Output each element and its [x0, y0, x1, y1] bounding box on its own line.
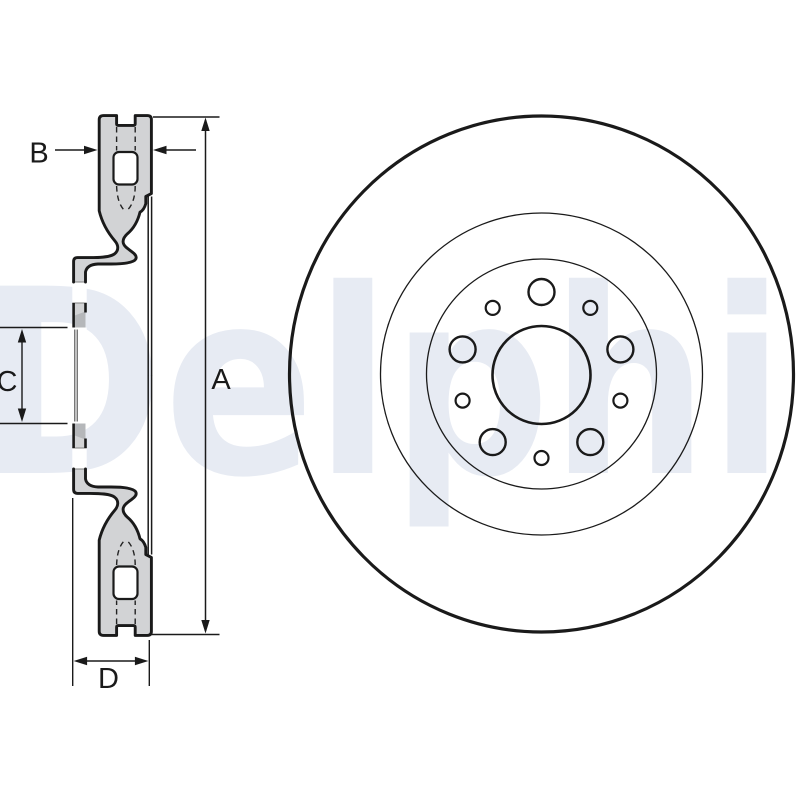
arrowhead-left	[73, 656, 88, 666]
arrowhead-left	[153, 145, 167, 155]
center-bore-gap	[72, 327, 87, 424]
bolt-hole	[527, 277, 556, 307]
bolt-holes-small	[454, 299, 629, 467]
dimension-b	[55, 145, 196, 155]
arrowhead-up	[17, 329, 27, 343]
front-view	[287, 114, 796, 634]
center-bore-circle	[491, 324, 592, 426]
label-b: B	[29, 138, 48, 170]
small-hole	[454, 392, 471, 409]
arrowhead-right	[84, 145, 98, 155]
small-hole	[612, 392, 629, 409]
bore-wall-lines	[74, 329, 78, 422]
arrowhead-right	[134, 656, 149, 666]
delphi-watermark: Delphi	[0, 234, 785, 534]
label-d: D	[98, 663, 119, 695]
hub-circle	[425, 258, 658, 490]
label-c: C	[0, 366, 17, 398]
cross-section-view	[70, 114, 154, 637]
bolt-hole	[448, 335, 477, 364]
friction-surface-circle	[379, 212, 704, 536]
arrowhead-up	[201, 117, 210, 131]
small-hole	[582, 299, 599, 316]
outer-diameter-circle	[287, 114, 796, 634]
bolt-holes-large	[448, 277, 635, 457]
dimension-a	[151, 116, 220, 636]
dimension-d	[71, 498, 151, 686]
dimension-c	[0, 326, 68, 425]
bolt-hole	[576, 427, 605, 457]
small-hole	[533, 449, 550, 467]
bolt-hole	[606, 335, 635, 364]
bolt-hole	[478, 427, 507, 457]
label-a: A	[211, 364, 231, 396]
arrowhead-down	[17, 408, 27, 422]
arrowhead-down	[201, 620, 210, 634]
small-hole	[484, 299, 501, 316]
